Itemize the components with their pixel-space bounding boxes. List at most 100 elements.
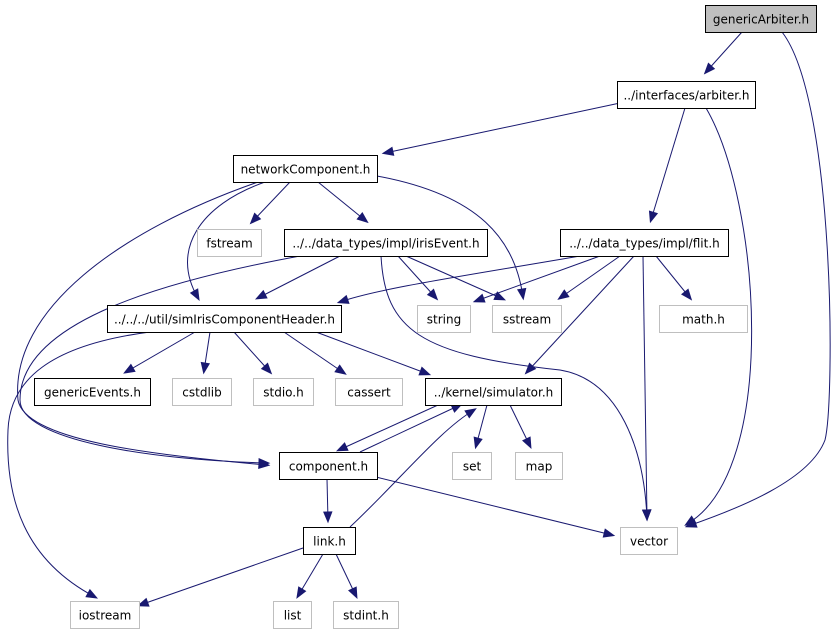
edge-networkComponent-to-sstream	[376, 175, 527, 301]
edge-simIris-to-simulator	[315, 331, 432, 376]
edge-link-to-stdint	[335, 553, 358, 600]
node-box	[253, 378, 314, 406]
node-set[interactable]: set	[452, 452, 492, 480]
arrowhead	[648, 210, 659, 224]
arrowhead	[516, 287, 527, 301]
node-label: genericEvents.h	[44, 386, 141, 400]
arrowhead	[200, 361, 211, 375]
arrowhead	[334, 364, 347, 375]
node-box	[333, 601, 399, 629]
node-box	[284, 229, 488, 257]
edge-simulator-to-map	[509, 404, 532, 450]
node-label: ../../data_types/impl/irisEvent.h	[292, 237, 479, 251]
arrowhead	[642, 509, 652, 522]
edge-irisEvent-to-component	[19, 255, 301, 468]
node-box	[515, 452, 563, 480]
node-box	[279, 452, 378, 480]
node-box	[425, 378, 562, 406]
node-map[interactable]: map	[515, 452, 563, 480]
node-iostream[interactable]: iostream	[70, 601, 140, 629]
node-box	[335, 378, 403, 406]
arrowhead	[473, 436, 483, 450]
edge-simIris-to-genericEvents	[123, 331, 196, 374]
edge-flit-to-string	[472, 255, 601, 303]
node-sstream[interactable]: sstream	[492, 305, 562, 333]
node-genericArbiter[interactable]: genericArbiter.h	[705, 5, 817, 33]
arrowhead	[524, 362, 537, 375]
node-label: genericArbiter.h	[713, 13, 809, 27]
node-label: ../kernel/simulator.h	[434, 386, 554, 400]
node-label: stdint.h	[343, 609, 389, 623]
node-networkComponent[interactable]: networkComponent.h	[233, 155, 378, 183]
edge-simIris-to-stdio	[233, 331, 273, 375]
node-box	[233, 155, 378, 183]
node-label: string	[427, 313, 461, 327]
edge-arbiter-to-vector	[684, 107, 753, 526]
node-genericEvents[interactable]: genericEvents.h	[34, 378, 151, 406]
node-stdio[interactable]: stdio.h	[253, 378, 314, 406]
arrowhead	[258, 458, 271, 468]
node-math[interactable]: math.h	[659, 305, 748, 333]
nodes-layer: genericArbiter.h ../interfaces/arbiter.h n…	[34, 5, 817, 629]
node-label: cstdlib	[182, 386, 221, 400]
node-list[interactable]: list	[273, 601, 312, 629]
edge-simIris-to-cassert	[283, 331, 347, 375]
arrowhead	[348, 586, 358, 600]
node-fstream[interactable]: fstream	[197, 229, 262, 257]
node-irisEvent[interactable]: ../../data_types/impl/irisEvent.h	[284, 229, 488, 257]
arrowhead	[557, 289, 570, 300]
arrowhead	[418, 366, 432, 376]
edge-simIris-to-cstdlib	[200, 331, 211, 375]
node-label: cassert	[347, 386, 391, 400]
edge-simulator-to-set	[473, 404, 488, 450]
node-label: vector	[630, 535, 668, 549]
edge-arbiter-to-flit	[648, 107, 686, 224]
edge-component-to-simulator	[359, 403, 464, 453]
arrowhead	[254, 289, 268, 300]
arrowhead	[296, 586, 307, 599]
edge-simulator-to-component	[335, 404, 439, 452]
node-label: sstream	[503, 313, 551, 327]
arrowhead	[381, 146, 395, 156]
node-box	[172, 378, 232, 406]
node-label: list	[284, 609, 302, 623]
node-label: set	[463, 460, 482, 474]
node-label: component.h	[289, 460, 368, 474]
arrowhead	[426, 288, 439, 301]
arrowhead	[249, 212, 262, 225]
node-arbiter[interactable]: ../interfaces/arbiter.h	[617, 81, 756, 109]
node-flit[interactable]: ../../data_types/impl/flit.h	[560, 229, 729, 257]
edge-link-to-list	[296, 553, 324, 599]
node-label: ../../data_types/impl/flit.h	[569, 237, 720, 251]
edge-networkComponent-to-simIris	[187, 181, 266, 301]
node-stdint[interactable]: stdint.h	[333, 601, 399, 629]
node-simIris[interactable]: ../../../util/simIrisComponentHeader.h	[107, 305, 342, 333]
arrowhead	[684, 515, 697, 526]
arrowhead	[522, 436, 532, 450]
arrowhead	[136, 597, 150, 607]
node-string[interactable]: string	[417, 305, 471, 333]
arrowhead	[123, 363, 136, 374]
node-box	[560, 229, 729, 257]
arrowhead	[323, 511, 333, 524]
node-component[interactable]: component.h	[279, 452, 378, 480]
node-box	[107, 305, 342, 333]
edge-networkComponent-to-fstream	[249, 181, 291, 225]
node-cassert[interactable]: cassert	[335, 378, 403, 406]
node-box	[303, 527, 356, 555]
arrowhead	[336, 294, 350, 304]
node-vector[interactable]: vector	[620, 527, 678, 555]
arrowhead	[85, 588, 98, 599]
node-label: networkComponent.h	[241, 163, 371, 177]
edge-component-to-link	[323, 478, 333, 524]
edge-networkComponent-to-irisEvent	[317, 181, 369, 224]
node-simulator[interactable]: ../kernel/simulator.h	[425, 378, 562, 406]
node-link[interactable]: link.h	[303, 527, 356, 555]
edge-flit-to-sstream	[557, 255, 621, 300]
node-cstdlib[interactable]: cstdlib	[172, 378, 232, 406]
arrowhead	[335, 442, 349, 452]
arrowhead	[356, 212, 369, 224]
arrowhead	[602, 528, 616, 538]
node-box	[417, 305, 471, 333]
